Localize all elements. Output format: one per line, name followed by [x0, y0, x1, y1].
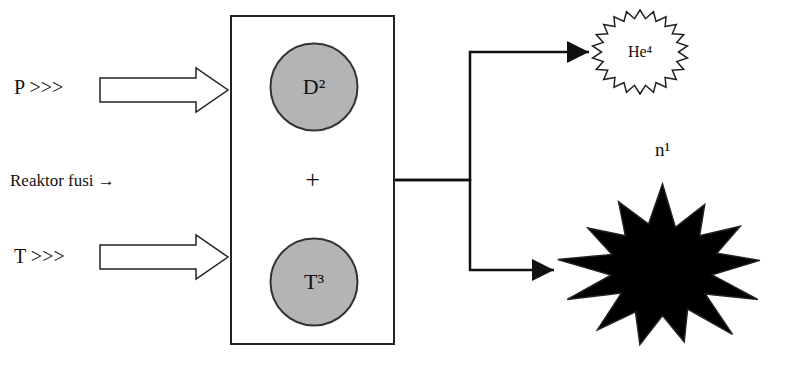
nucleus-circle: D²: [269, 42, 359, 132]
node-text: T³: [304, 270, 324, 294]
input-label: P >>>: [14, 76, 63, 98]
reactor-label: Reaktor fusi →: [10, 172, 115, 191]
burst-outline: [555, 182, 770, 358]
flow-arrow: [395, 52, 589, 180]
flow-arrow: [395, 180, 554, 270]
reactor-box: + D² T³: [230, 15, 395, 345]
node-text: +: [305, 166, 320, 195]
product-burst: n¹: [555, 132, 770, 358]
node-text: D²: [303, 75, 325, 99]
input-label: T >>>: [14, 245, 65, 267]
node-text: He⁴: [628, 43, 652, 61]
product-burst: He⁴: [590, 8, 690, 96]
input-arrow: [100, 68, 228, 112]
node-text: n¹: [655, 140, 670, 161]
nucleus-circle: T³: [269, 237, 359, 327]
input-arrow: [100, 235, 228, 279]
